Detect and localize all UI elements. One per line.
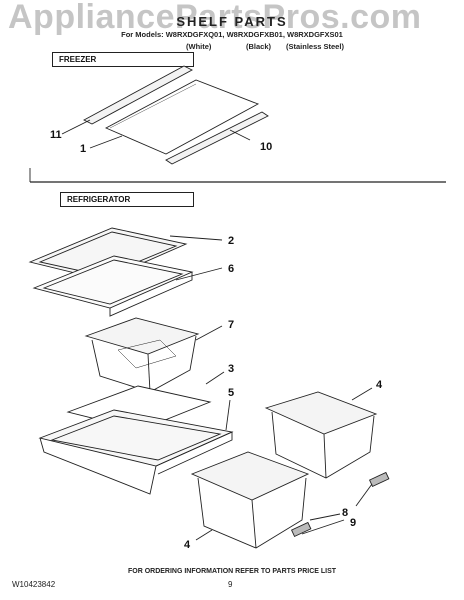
shelf-frame-inner: [42, 259, 184, 305]
snack-pan-grid: [117, 339, 177, 369]
snack-pan-corner: [147, 353, 151, 393]
crisper-drawer-left-rim: [190, 451, 310, 501]
crisper-cover-frame: [38, 409, 234, 467]
leader-10: [229, 129, 251, 141]
crisper-frame-front: [39, 437, 157, 495]
leader-4-left: [195, 529, 213, 541]
leader-11: [61, 119, 91, 135]
leader-5: [225, 399, 231, 431]
freezer-section-label: FREEZER: [52, 52, 194, 67]
leader-3: [205, 371, 225, 385]
refrigerator-section-label: REFRIGERATOR: [60, 192, 194, 207]
callout-1: 1: [80, 143, 86, 155]
shelf-trim-right: [165, 111, 269, 165]
shelf-trim-left: [83, 65, 193, 125]
humidity-slide-left: [290, 521, 312, 538]
color-label-white: (White): [186, 42, 212, 51]
freezer-glass-shelf: [104, 79, 260, 155]
leader-8: [309, 513, 341, 521]
leader-4-right: [351, 387, 373, 401]
watermark: AppliancePartsPros.com: [8, 0, 422, 36]
callout-7: 7: [228, 319, 234, 331]
crisper-drawer-left-corner: [251, 499, 257, 549]
leader-7: [195, 325, 223, 341]
callout-8: 8: [342, 507, 348, 519]
leader-9-b: [301, 519, 345, 535]
humidity-slide-right: [368, 471, 390, 488]
callout-6: 6: [228, 263, 234, 275]
document-number: W10423842: [12, 580, 56, 589]
model-list: For Models: W8RXDGFXQ01, W8RXDGFXB01, W8…: [121, 30, 343, 39]
color-label-stainless: (Stainless Steel): [286, 42, 344, 51]
ordering-note: FOR ORDERING INFORMATION REFER TO PARTS …: [127, 568, 337, 575]
callout-4-left: 4: [184, 539, 191, 551]
leader-1: [89, 135, 123, 149]
callout-2: 2: [228, 235, 234, 247]
callout-3: 3: [228, 363, 234, 375]
leader-6: [175, 267, 223, 281]
callout-9: 9: [350, 517, 356, 529]
callout-5: 5: [228, 387, 234, 399]
page-title: SHELF PARTS: [176, 14, 288, 29]
crisper-drawer-right-rim: [264, 391, 378, 435]
leader-2: [169, 235, 223, 241]
callout-10: 10: [260, 141, 272, 153]
crisper-frame-inner: [50, 415, 222, 461]
crisper-frame-side: [155, 431, 233, 475]
callout-4-right: 4: [376, 379, 383, 391]
leader-9-a: [355, 483, 373, 507]
color-label-black: (Black): [246, 42, 272, 51]
page-number: 9: [228, 580, 233, 589]
glass-reflection: [109, 83, 197, 129]
snack-pan-rim: [84, 317, 200, 355]
callout-11: 11: [50, 129, 62, 141]
crisper-drawer-right-corner: [323, 433, 327, 479]
